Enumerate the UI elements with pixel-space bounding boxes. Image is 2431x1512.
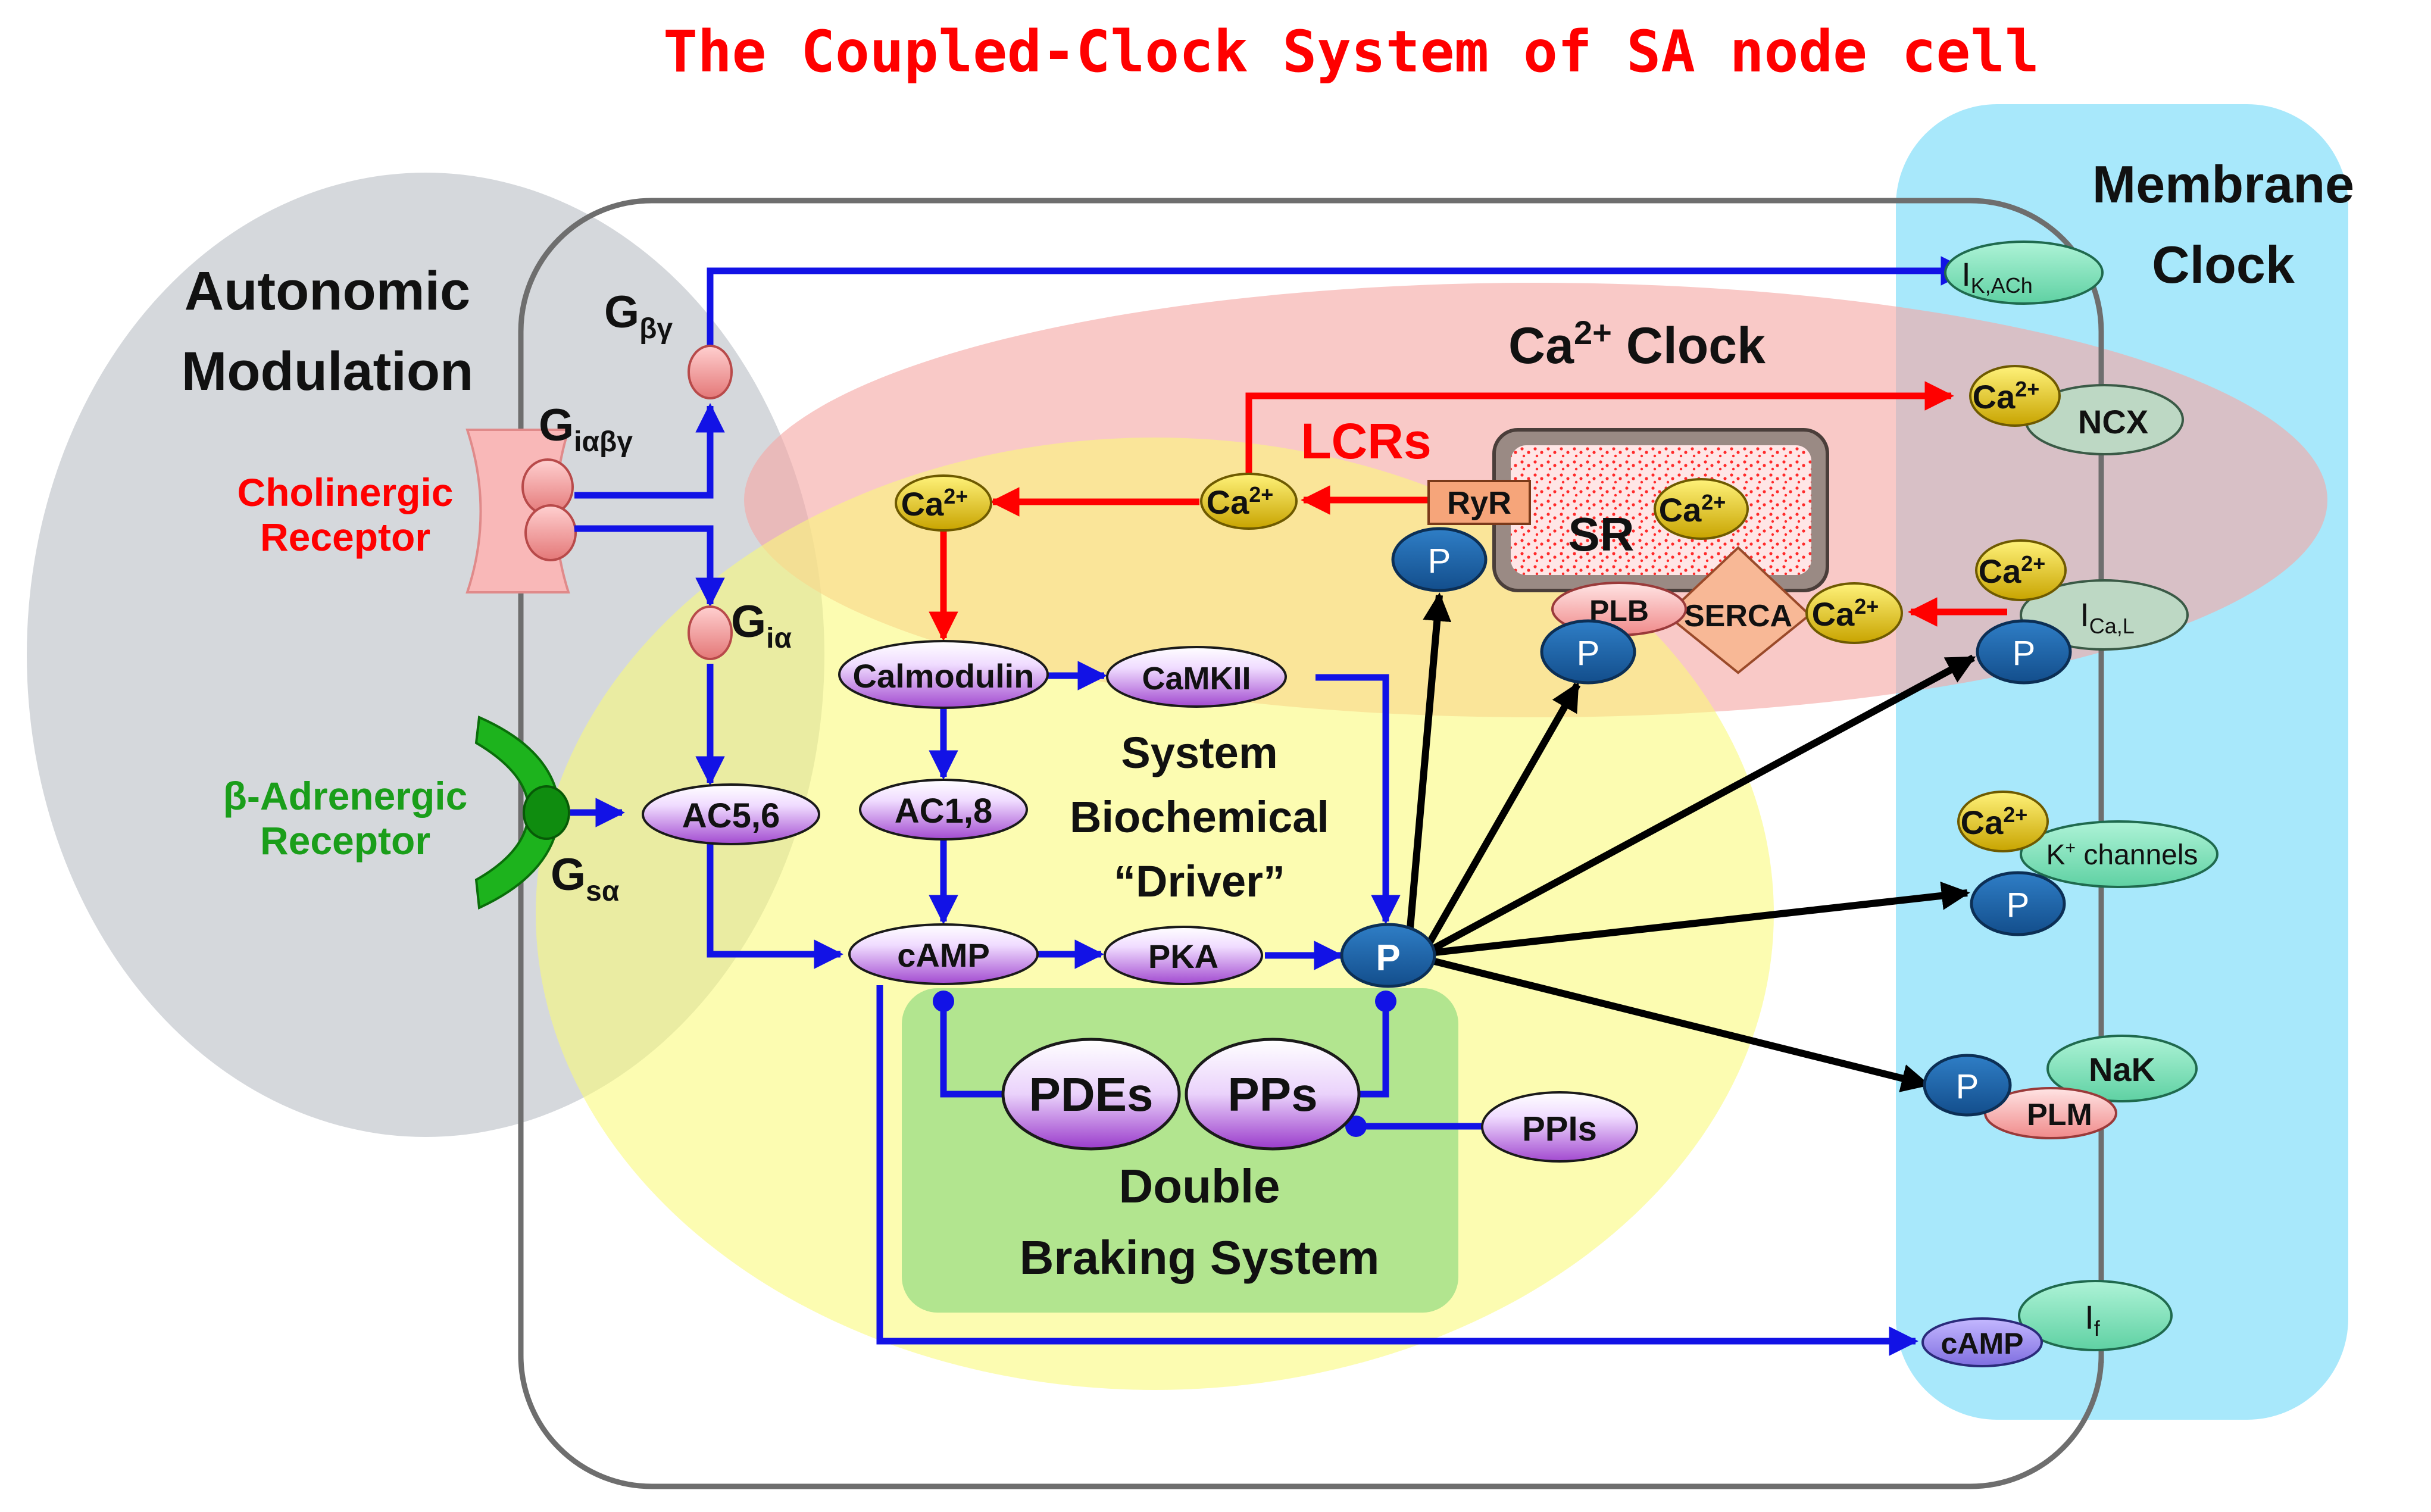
pdes-node: PDEs [1001, 1038, 1181, 1151]
plm-phospho-site: P [1923, 1054, 2012, 1117]
svg-text:Calmodulin: Calmodulin [853, 657, 1035, 695]
ical-channel: ICa,L [2020, 579, 2189, 651]
pka-phospho-hub: P [1340, 923, 1436, 988]
svg-text:If: If [2085, 1298, 2101, 1341]
ca-clock-label: Ca2+ Clock [1508, 314, 1766, 374]
ca-ion-lcr: Ca2+ [1200, 473, 1298, 530]
svg-text:Ca2+: Ca2+ [901, 484, 968, 523]
svg-text:SR: SR [1568, 508, 1634, 561]
inhibit-dot-pps [1345, 1116, 1367, 1137]
ryr-phospho-site: P [1391, 527, 1488, 592]
pka-node: PKA [1104, 926, 1263, 985]
diagram-title: The Coupled-Clock System of SA node cell [663, 18, 2039, 85]
black-phosphorylation-arrows [1404, 592, 1976, 1092]
ca-ion-k-channels: Ca2+ [1957, 791, 2049, 852]
arrow-camkii-to-p [1316, 674, 1401, 924]
ac56-node: AC5,6 [642, 783, 820, 845]
plm-protein: PLM [1984, 1087, 2117, 1139]
svg-text:cAMP: cAMP [1941, 1327, 2024, 1360]
beta-adrenergic-receptor [474, 716, 570, 910]
svg-text:P: P [2007, 886, 2030, 924]
svg-text:cAMP: cAMP [897, 936, 990, 974]
g-i-alpha-protein [688, 605, 733, 660]
lcrs-label: LCRs [1301, 413, 1431, 469]
ical-phospho-site: P [1976, 619, 2072, 685]
red-calcium-arrows [929, 381, 2007, 641]
svg-text:P: P [1577, 634, 1600, 673]
if-channel: If [2018, 1280, 2173, 1351]
blue-signal-arrows [570, 256, 1970, 1356]
cholinergic-receptor [465, 429, 577, 593]
svg-text:SERCA: SERCA [1684, 599, 1792, 633]
ac18-node: AC1,8 [859, 779, 1028, 841]
svg-text:NaK: NaK [2089, 1051, 2155, 1088]
ca-ion-cytosol: Ca2+ [895, 474, 992, 532]
svg-text:K+ channels: K+ channels [2046, 838, 2198, 871]
svg-text:AC1,8: AC1,8 [895, 792, 992, 830]
g-s-alpha-label: Gsα [551, 849, 620, 907]
membrane-clock-region [1896, 104, 2348, 1420]
ca-ion-ncx: Ca2+ [1969, 365, 2061, 427]
g-i-alpha-beta-gamma-label: Giαβγ [539, 400, 633, 458]
svg-text:AC5,6: AC5,6 [682, 796, 780, 835]
arrow-gbg-to-ikach [707, 256, 1970, 346]
ikach-channel: IK,ACh [1944, 240, 2104, 305]
svg-text:Ca2+: Ca2+ [1207, 482, 1274, 521]
svg-text:PKA: PKA [1148, 938, 1218, 975]
svg-text:NCX: NCX [2078, 403, 2148, 441]
svg-text:RyR: RyR [1447, 485, 1511, 521]
g-beta-gamma-protein [688, 345, 733, 399]
svg-text:P: P [2013, 634, 2036, 673]
svg-text:P: P [1956, 1067, 1979, 1106]
g-beta-gamma-label: Gβγ [604, 287, 673, 345]
arrow-receptor-to-gbg [574, 403, 725, 499]
inhibit-pdes-camp [940, 1003, 1006, 1098]
svg-text:P: P [1376, 938, 1400, 979]
ca-ion-sr: Ca2+ [1654, 478, 1749, 540]
inhibit-dot-camp [933, 991, 954, 1012]
ryr-channel: RyR [1427, 480, 1531, 525]
camkii-node: CaMKII [1106, 646, 1287, 708]
camp-node: cAMP [848, 923, 1039, 985]
plb-phospho-site: P [1540, 619, 1636, 685]
k-channels: K+ channels [2020, 820, 2218, 888]
svg-text:PLM: PLM [2027, 1098, 2092, 1132]
svg-text:IK,ACh: IK,ACh [1961, 255, 2033, 298]
pps-node: PPs [1185, 1038, 1361, 1151]
svg-text:ICa,L: ICa,L [2080, 596, 2135, 638]
arrow-lcr-ca-to-ncx [1245, 381, 1954, 482]
svg-text:Ca2+: Ca2+ [1812, 594, 1879, 633]
svg-text:PPs: PPs [1227, 1068, 1317, 1121]
arrow-receptor-to-gia [574, 525, 725, 607]
inhibit-dot-p [1375, 991, 1396, 1012]
ncx-exchanger: NCX [2024, 384, 2184, 455]
membrane-camp: cAMP [1921, 1317, 2043, 1367]
svg-text:PDEs: PDEs [1029, 1068, 1154, 1121]
ca-ion-serca: Ca2+ [1805, 582, 1903, 644]
k-channels-phospho-site: P [1970, 871, 2066, 936]
nak-pump: NaK [2046, 1035, 2198, 1102]
svg-text:PPIs: PPIs [1522, 1110, 1597, 1148]
serca-pump: SERCA [1664, 546, 1812, 674]
g-i-alpha-label: Giα [731, 596, 792, 654]
arrow-camp-to-membrane-camp [876, 985, 1918, 1356]
svg-text:Ca2+: Ca2+ [1961, 802, 2028, 841]
svg-text:Ca2+: Ca2+ [1979, 551, 2046, 590]
arrow-ac56-to-camp [707, 842, 843, 969]
svg-text:CaMKII: CaMKII [1142, 661, 1251, 696]
svg-text:P: P [1428, 542, 1451, 580]
ca-ion-ical: Ca2+ [1975, 539, 2067, 601]
svg-text:Ca2+: Ca2+ [1659, 490, 1726, 529]
calmodulin-node: Calmodulin [838, 640, 1049, 709]
ppis-node: PPIs [1481, 1091, 1638, 1163]
svg-text:Ca2+: Ca2+ [1973, 377, 2040, 416]
